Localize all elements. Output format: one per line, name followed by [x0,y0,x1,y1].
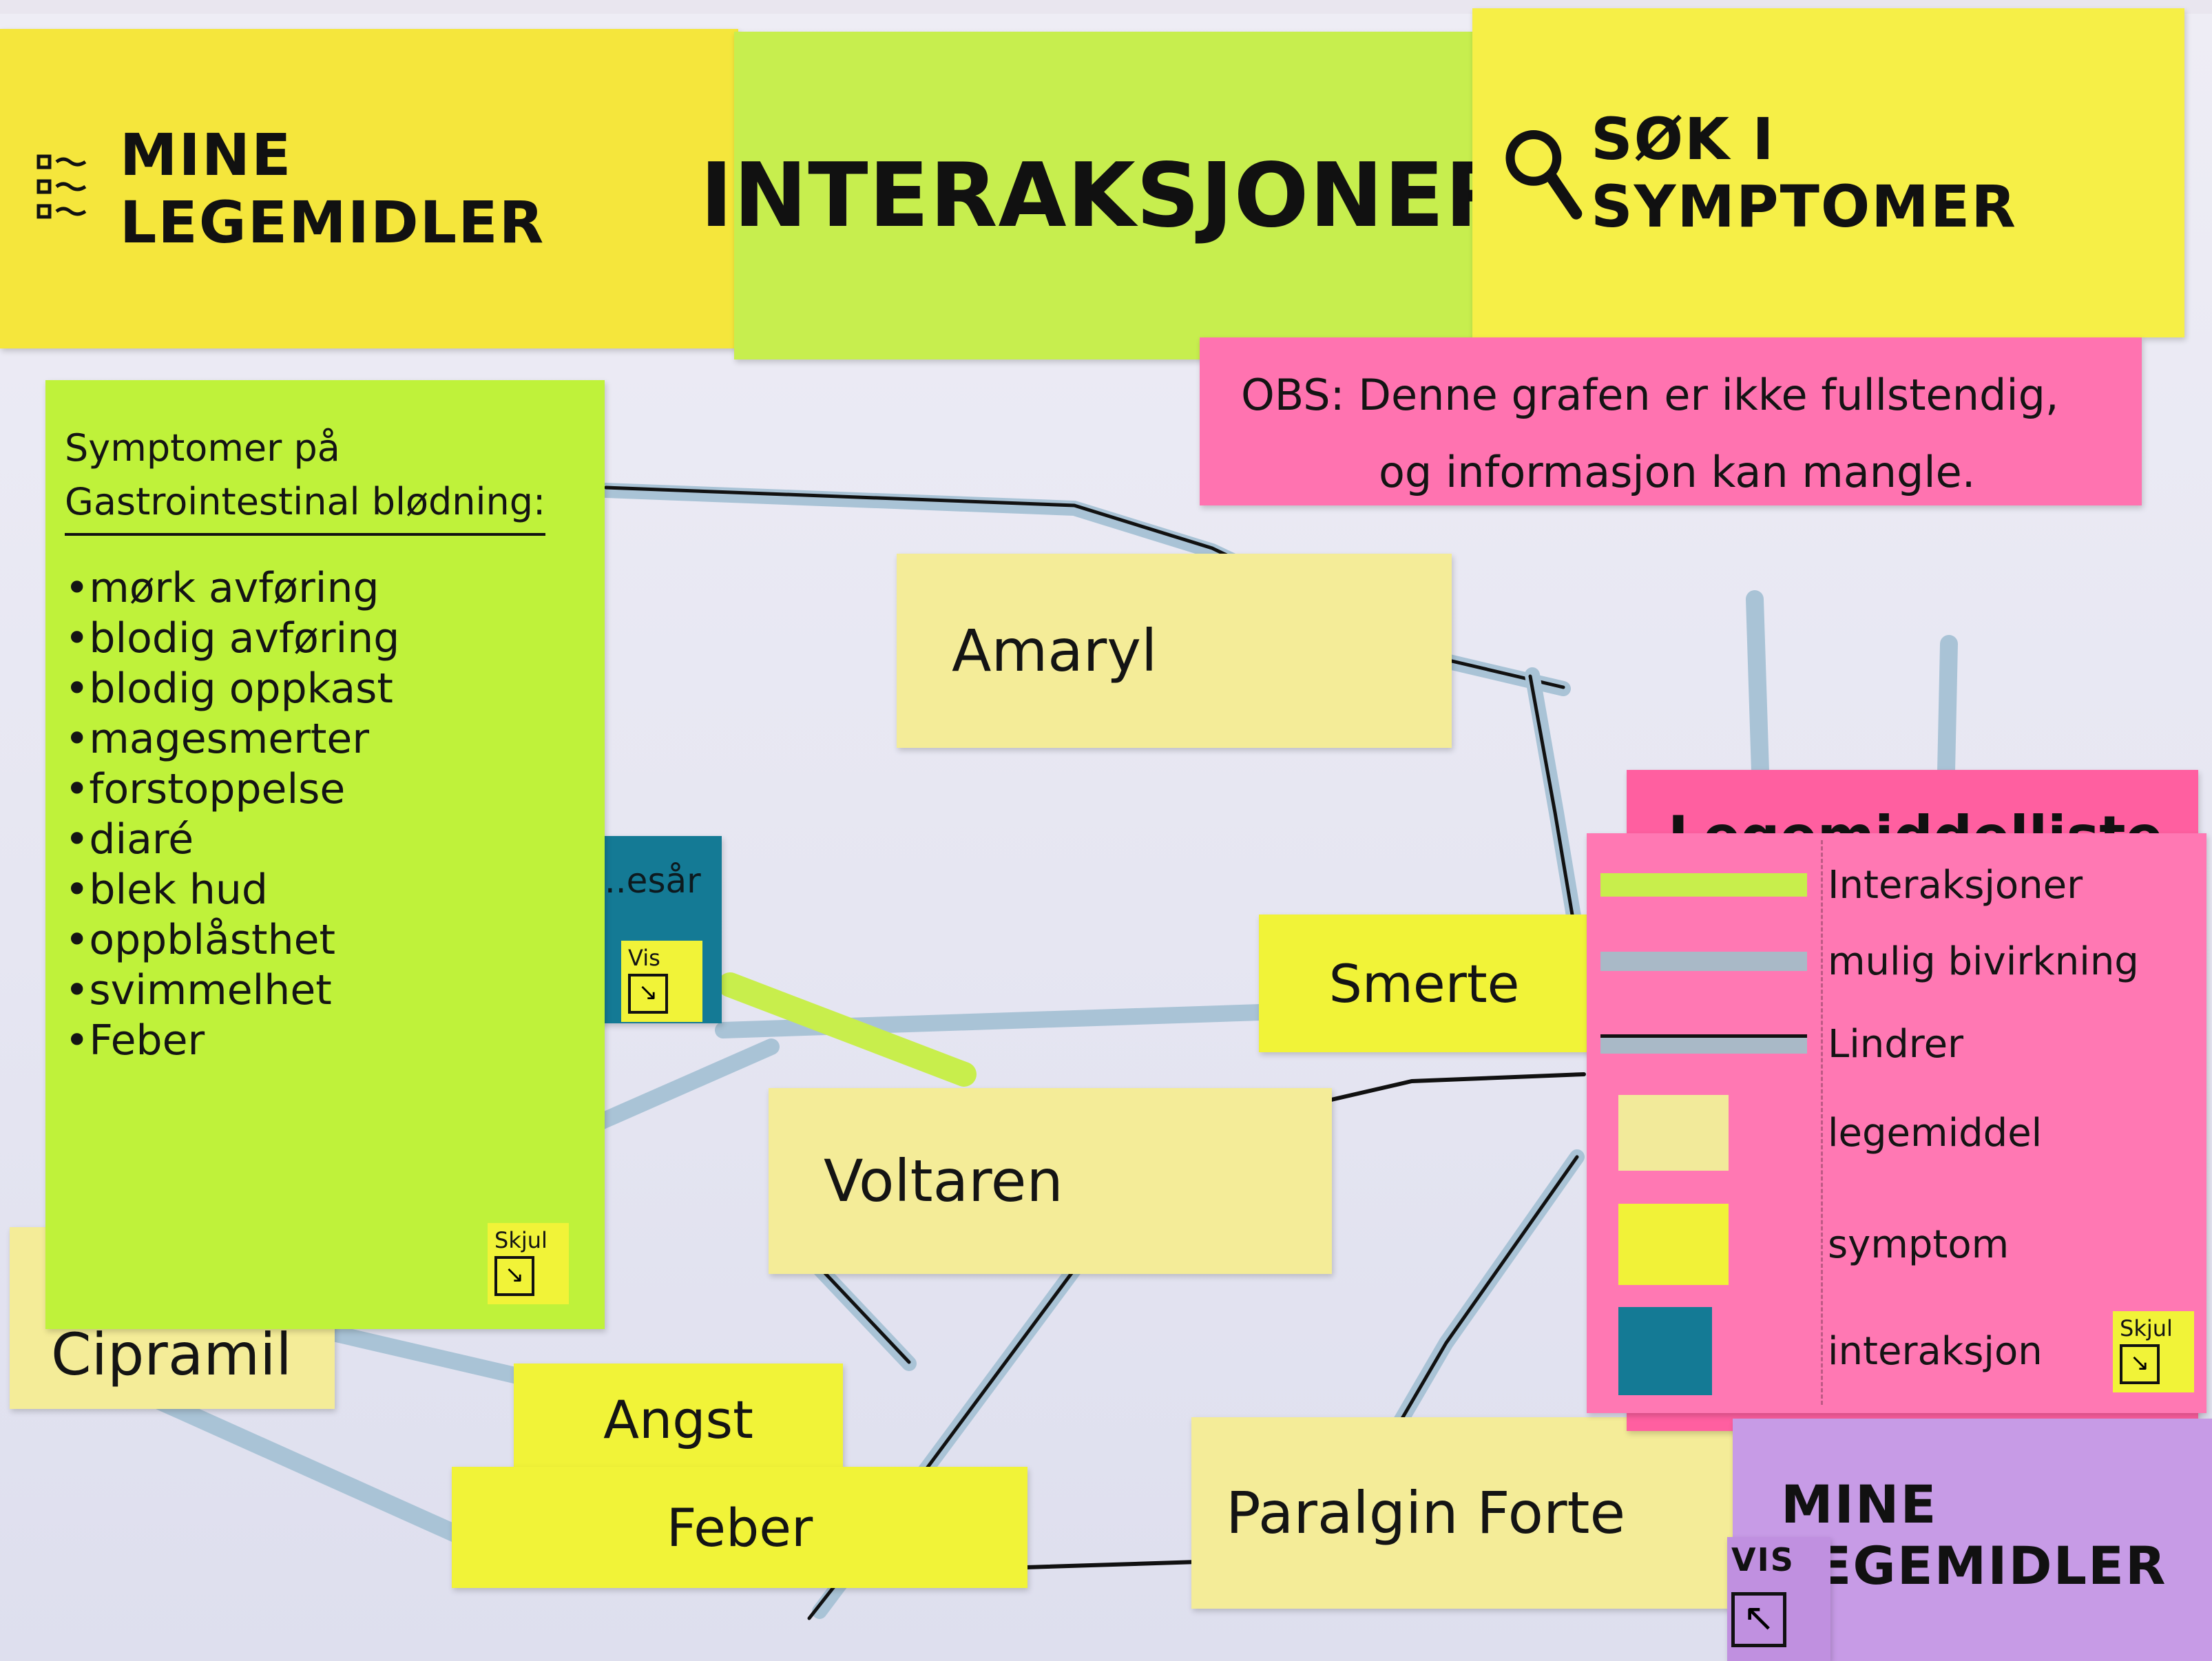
checklist-icon [36,154,87,219]
edge-strip [1937,635,1958,780]
obs-line-2: og informasjon kan mangle. [1379,447,1976,497]
legend-label: symptom [1828,1222,2010,1267]
edge-pen-line [1528,674,1578,937]
symptom-label-angst: Angst [603,1388,753,1450]
drug-node-voltaren[interactable]: Voltaren [769,1088,1332,1274]
edge-strip [322,1324,532,1386]
mine-legemidler-panel-label: MINE LEGEMIDLER [1781,1474,2167,1596]
edge-strip [1746,590,1769,780]
legend-label: Interaksjoner [1828,862,2083,908]
show-button-label: Vis [628,945,660,971]
legend-hide-button[interactable]: Skjul ↘ [2113,1311,2194,1392]
drug-node-amaryl[interactable]: Amaryl [897,554,1452,748]
symptoms-title: Symptomer på Gastrointestinal blødning: [65,421,546,536]
symptom-item: blek hud [65,865,585,915]
tab-sok-i-symptomer-label: SØK I SYMPTOMER [1591,105,2017,240]
legend-divider [1821,840,1823,1405]
symptom-item: mørk avføring [65,563,585,614]
legend-row: symptom [1600,1204,2009,1285]
mine-legemidler-show-button[interactable]: VIS ↖ [1727,1537,1830,1661]
drug-node-paralgin-forte[interactable]: Paralgin Forte [1191,1417,1742,1609]
symptom-item: diaré [65,815,585,865]
edge-pen-line [604,485,1565,689]
cursor-arrow-icon: ↘ [494,1256,534,1296]
tab-mine-legemidler[interactable]: MINE LEGEMIDLER [0,29,738,348]
legend-label: interaksjon [1828,1328,2043,1374]
tab-interaksjoner-label: INTERAKSJONER [700,144,1514,247]
show-button-label: VIS [1731,1541,1795,1578]
symptom-item: svimmelhet [65,965,585,1016]
symptoms-panel: Symptomer på Gastrointestinal blødning: … [45,380,605,1329]
legend-swatch [1600,1034,1807,1054]
hide-button-label: Skjul [494,1227,547,1253]
symptoms-list: mørk avføring blodig avføring blodig opp… [65,563,585,1066]
legend-panel: Interaksjoner mulig bivirkning Lindrer l… [1587,833,2206,1413]
symptom-item: oppblåsthet [65,915,585,965]
symptom-node-angst[interactable]: Angst [514,1364,843,1475]
symptom-item: forstoppelse [65,764,585,815]
obs-warning-note: OBS: Denne grafen er ikke fullstendig, o… [1200,337,2142,505]
legend-row: legemiddel [1600,1095,2042,1171]
symptom-node-feber[interactable]: Feber [452,1467,1027,1588]
symptoms-title-line-2: Gastrointestinal blødning: [65,480,546,523]
obs-line-1: OBS: Denne grafen er ikke fullstendig, [1241,370,2059,420]
edge-pen-line [1320,1072,1586,1104]
drug-label-paralgin-forte: Paralgin Forte [1226,1479,1626,1547]
symptoms-title-line-1: Symptomer på [65,426,340,470]
drug-label-cipramil: Cipramil [51,1321,292,1388]
symptom-item: blodig oppkast [65,664,585,714]
legend-swatch [1600,873,1807,897]
legend-swatch [1600,952,1807,971]
symptom-label-feber: Feber [666,1496,813,1558]
legend-label: Lindrer [1828,1021,1964,1067]
cursor-arrow-icon: ↘ [628,974,668,1014]
symptoms-hide-button[interactable]: Skjul ↘ [488,1223,569,1304]
edge-interaction-strip [718,972,977,1087]
symptom-item: Feber [65,1016,585,1066]
symptom-item: magesmerter [65,714,585,764]
symptom-item: blodig avføring [65,614,585,664]
symptom-label-smerte: Smerte [1328,952,1520,1014]
hide-button-label: Skjul [2120,1315,2173,1341]
tab-mine-legemidler-label: MINE LEGEMIDLER [119,121,545,256]
edge-strip [129,1382,484,1552]
interaction-node-label: ...esår [594,861,701,901]
legend-label: legemiddel [1828,1110,2043,1156]
edge-pen-line [1024,1560,1200,1569]
legend-swatch [1618,1095,1729,1171]
cursor-arrow-icon: ↖ [1731,1592,1786,1647]
interaction-node-show-button[interactable]: Vis ↘ [621,941,702,1022]
legend-row: interaksjon [1600,1307,2043,1395]
edge-pen-line [1396,1155,1579,1428]
legend-row: mulig bivirkning [1600,939,2139,984]
tab-sok-i-symptomer[interactable]: SØK I SYMPTOMER [1472,8,2184,337]
legend-row: Lindrer [1600,1022,1963,1067]
cursor-arrow-icon: ↘ [2120,1344,2160,1384]
edge-strip [591,1038,780,1131]
legend-swatch [1618,1307,1712,1395]
search-icon [1505,130,1583,220]
legend-row: Interaksjoner [1600,863,2083,908]
drug-label-amaryl: Amaryl [952,617,1158,685]
legend-swatch [1618,1204,1729,1285]
legend-label: mulig bivirkning [1828,939,2139,984]
tab-interaksjoner[interactable]: INTERAKSJONER [700,32,1513,359]
drug-label-voltaren: Voltaren [824,1147,1063,1215]
symptom-node-smerte[interactable]: Smerte [1259,915,1589,1052]
